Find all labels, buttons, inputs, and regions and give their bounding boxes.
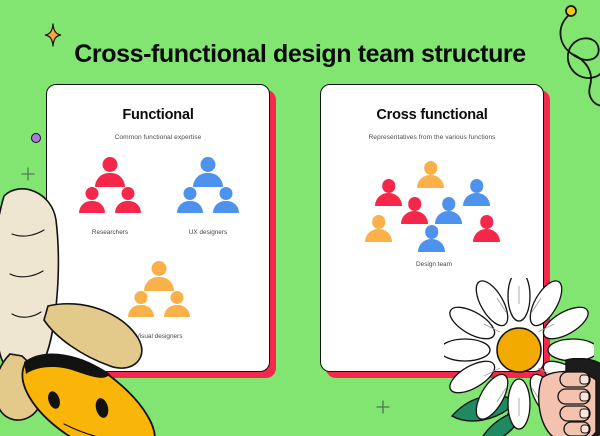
purple-dot-icon [31, 133, 41, 143]
person-icon [115, 187, 141, 213]
group-label-ux-designers: UX designers [188, 229, 228, 236]
plus-icon-bottom [376, 400, 390, 419]
card-cross-functional-subtitle: Representatives from the various functio… [368, 134, 496, 141]
person-icon [144, 261, 174, 291]
person-icon [213, 187, 239, 213]
hand-illustration [536, 357, 600, 436]
card-cross-functional-title: Cross functional [376, 107, 488, 123]
page-title: Cross-functional design team structure [74, 40, 526, 68]
card-functional: Functional Common functional expertise R… [46, 84, 270, 372]
cluster-design-team: Design team [361, 161, 507, 268]
card-functional-title: Functional [122, 107, 194, 123]
group-label-researchers: Researchers [91, 229, 129, 236]
person-icon [435, 197, 462, 224]
person-icon [193, 157, 223, 187]
card-functional-body: Functional Common functional expertise R… [47, 85, 269, 371]
person-icon [177, 187, 203, 213]
plus-icon-left [21, 167, 35, 186]
person-icon [401, 197, 428, 224]
card-cross-functional-body: Cross functional Representatives from th… [321, 85, 543, 371]
person-icon [463, 179, 490, 206]
person-icon [417, 161, 444, 188]
person-icon [95, 157, 125, 187]
person-icon [418, 225, 445, 252]
person-icon [365, 215, 392, 242]
person-icon [473, 215, 500, 242]
card-functional-subtitle: Common functional expertise [114, 134, 202, 141]
person-icon [128, 291, 154, 317]
group-label-visual-designers: Visual designers [135, 333, 183, 340]
card-cross-functional: Cross functional Representatives from th… [320, 84, 544, 372]
person-icon [164, 291, 190, 317]
person-icon [375, 179, 402, 206]
person-icon [79, 187, 105, 213]
cluster-label-design-team: Design team [416, 261, 452, 268]
